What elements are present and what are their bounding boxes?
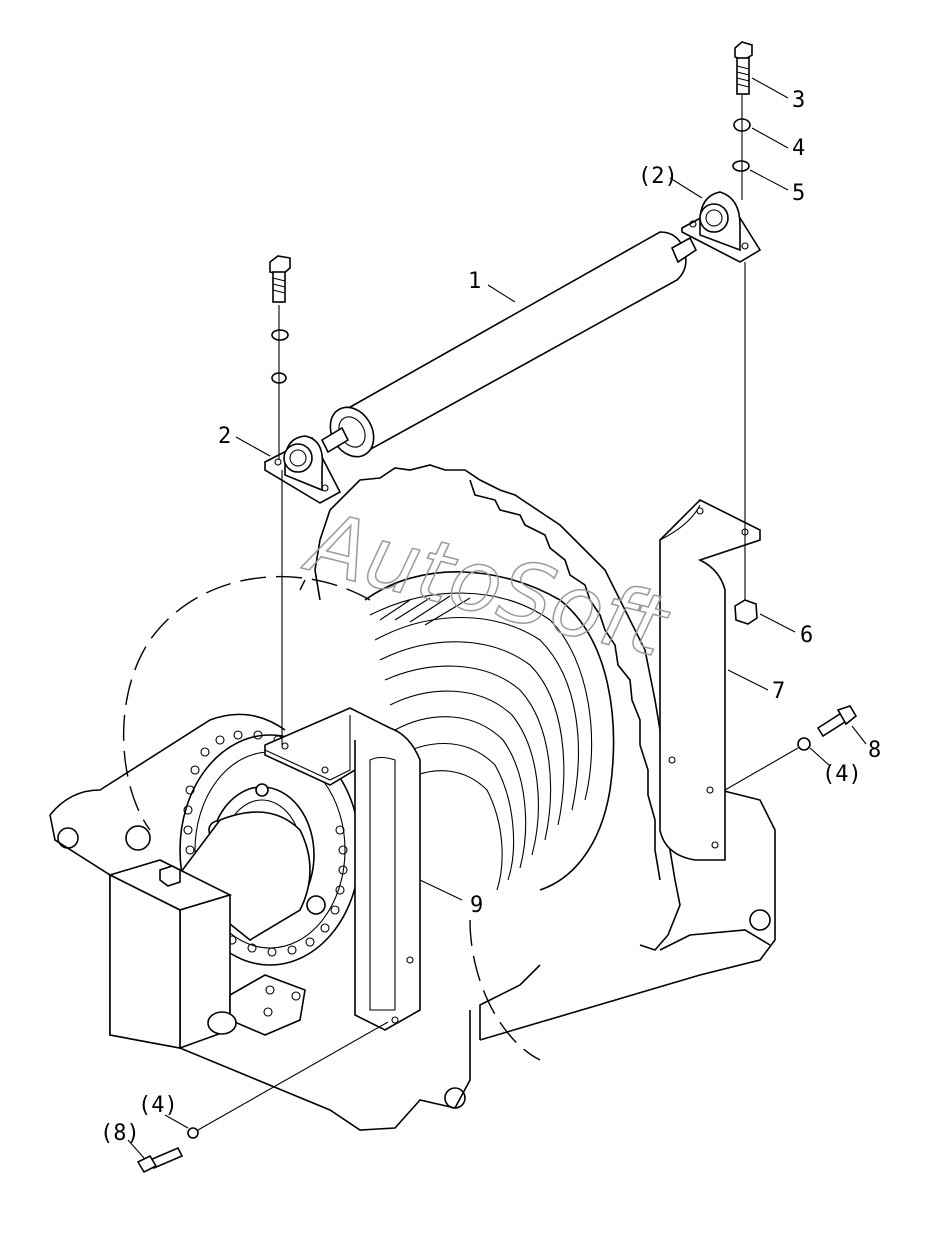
hardware-left-stack [269, 255, 291, 745]
bolt-8-left [136, 1021, 389, 1174]
motor-assembly [107, 730, 361, 1050]
drum-flange-phantom [122, 576, 541, 1061]
callout-2: 2 [218, 424, 231, 449]
callout-8: 8 [868, 738, 881, 763]
callout-5: 5 [792, 181, 805, 206]
pillow-block-right [681, 191, 762, 263]
hardware-right-stack [732, 41, 758, 625]
roller [320, 231, 698, 458]
bolt-8-right [724, 705, 858, 791]
callout-6: 6 [800, 623, 813, 648]
callout-labels: 1 2 (2) 3 4 5 6 7 8 (4) 9 (4) (8) [100, 88, 881, 1146]
leader-lines [127, 77, 867, 1159]
winch-frame [49, 713, 776, 1131]
callout-3: 3 [792, 88, 805, 113]
callout-1: 1 [468, 269, 481, 294]
callout-4: 4 [792, 136, 805, 161]
wire-rope-wraps [364, 571, 615, 891]
callout-4-ref-right: (4) [822, 762, 862, 787]
callout-4-ref-left: (4) [138, 1093, 178, 1118]
pillow-block-left [264, 435, 342, 504]
callout-2-ref: (2) [638, 164, 678, 189]
callout-9: 9 [470, 893, 483, 918]
watermark: AutoSoft [295, 492, 678, 677]
roller-bracket-left [264, 707, 421, 1031]
roller-bracket-right [659, 499, 761, 861]
callout-8-ref: (8) [100, 1121, 140, 1146]
callout-7: 7 [772, 679, 785, 704]
flange-bolt-holes [183, 730, 348, 957]
